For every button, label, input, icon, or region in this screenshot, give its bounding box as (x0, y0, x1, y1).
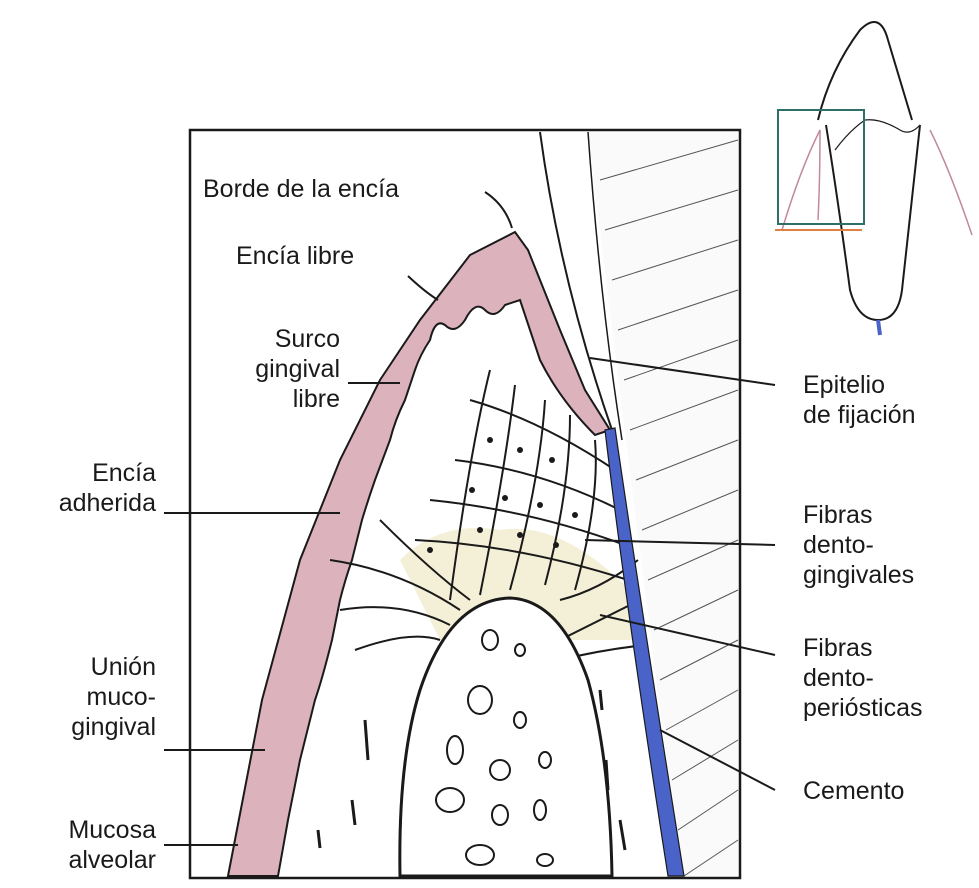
inset-tooth-sketch (775, 22, 972, 335)
label-cemento: Cemento (803, 776, 904, 806)
label-union-mucogingival: Unión muco- gingival (20, 652, 156, 742)
label-fibras-dentogingivales: Fibras dento- gingivales (803, 500, 914, 590)
label-encia-adherida: Encía adherida (20, 458, 156, 518)
inset-zoom-box (778, 110, 864, 224)
label-encia-libre: Encía libre (236, 241, 354, 271)
label-epitelio-fijacion: Epitelio de fijación (803, 370, 916, 430)
label-fibras-dentoperiosticas: Fibras dento- periósticas (803, 633, 923, 723)
label-mucosa-alveolar: Mucosa alveolar (20, 815, 156, 875)
label-borde-encia: Borde de la encía (203, 174, 399, 204)
label-surco-gingival-libre: Surco gingival libre (232, 324, 340, 414)
